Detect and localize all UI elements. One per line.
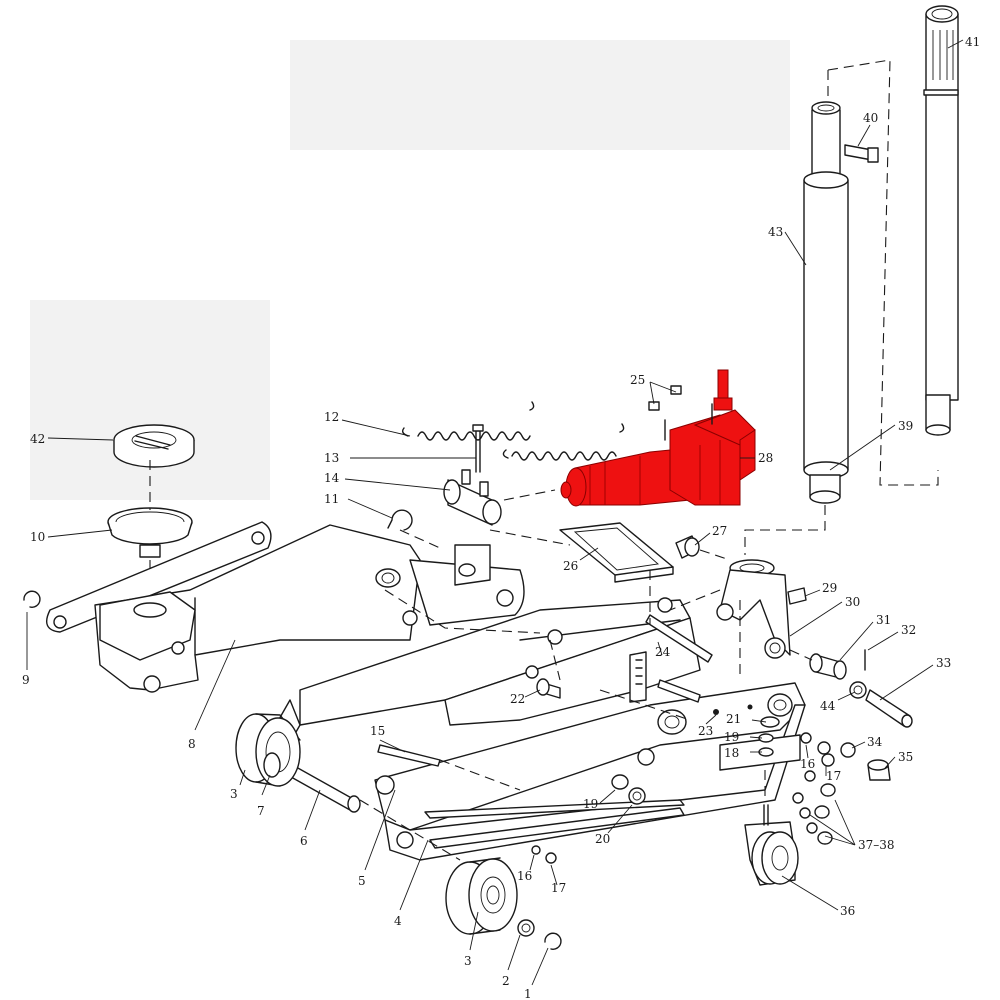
label-11: 11 [324, 492, 339, 506]
label-1: 1 [524, 987, 532, 1000]
label-14: 14 [324, 471, 340, 485]
front-wheel-part-3 [445, 857, 518, 935]
fittings-part-19-20 [611, 748, 655, 805]
label-17-right: 17 [826, 769, 841, 783]
pin-part-13 [472, 424, 484, 473]
part-labels: 41 40 43 39 25 28 27 26 29 30 31 32 33 4… [22, 35, 980, 1000]
label-34: 34 [867, 735, 883, 749]
label-2: 2 [502, 974, 510, 988]
label-25: 25 [630, 373, 645, 387]
label-26: 26 [563, 559, 578, 573]
label-16-left: 16 [517, 869, 532, 883]
label-42: 42 [30, 432, 45, 446]
lift-arm-part-8 [46, 521, 525, 693]
bracket-part-24 [629, 614, 713, 703]
label-28: 28 [758, 451, 773, 465]
saddle-cup-part-10 [107, 460, 193, 600]
label-16-right: 16 [800, 757, 815, 771]
support-part-30 [716, 559, 791, 659]
link-part-14 [443, 469, 502, 526]
washers-part-18-19-21 [747, 704, 780, 757]
saddle-part-42 [113, 424, 195, 468]
bolt-part-23 [713, 709, 719, 715]
bolt-part-35 [867, 759, 891, 781]
assembly-lines [359, 489, 813, 861]
washer-part-7 [263, 752, 281, 778]
label-44: 44 [820, 699, 836, 713]
leaders [26, 39, 964, 986]
fittings-part-16-17-left [531, 845, 557, 864]
label-19-right: 19 [724, 730, 739, 744]
main-frame [269, 597, 806, 861]
label-29: 29 [822, 581, 837, 595]
bolts-part-16-17-right [800, 732, 835, 782]
label-21: 21 [726, 712, 741, 726]
label-35: 35 [898, 750, 913, 764]
label-9: 9 [22, 673, 30, 687]
label-23: 23 [698, 724, 713, 738]
bolts-part-37-38 [792, 783, 836, 845]
label-5: 5 [358, 874, 366, 888]
clip-part-9 [23, 590, 41, 608]
label-3-front: 3 [464, 954, 472, 968]
label-19-left: 19 [583, 797, 598, 811]
handle-frame-dashed [827, 59, 939, 486]
washer-part-34 [840, 742, 856, 758]
washer-part-44 [849, 681, 867, 699]
valve-part-27 [675, 535, 700, 559]
label-7: 7 [257, 804, 265, 818]
label-22: 22 [510, 692, 525, 706]
label-12: 12 [324, 410, 339, 424]
label-24: 24 [655, 645, 671, 659]
clip-part-11 [387, 509, 413, 531]
label-43: 43 [768, 225, 783, 239]
label-31: 31 [876, 613, 891, 627]
label-18: 18 [724, 746, 739, 760]
label-32: 32 [901, 623, 916, 637]
handle-part-41 [923, 5, 959, 436]
rod-part-15 [377, 744, 441, 767]
label-4: 4 [394, 914, 402, 928]
label-17-left: 17 [551, 881, 566, 895]
hydraulic-unit-part-28 [560, 369, 756, 507]
label-41: 41 [965, 35, 980, 49]
shaft-part-33 [865, 689, 913, 728]
label-10: 10 [30, 530, 45, 544]
label-36: 36 [840, 904, 855, 918]
return-springs-part-12 [401, 401, 625, 461]
fitting-part-29 [787, 587, 807, 605]
caster-part-36 [744, 804, 799, 886]
label-8: 8 [188, 737, 196, 751]
washer-part-2 [517, 919, 535, 937]
label-13: 13 [324, 451, 339, 465]
label-20: 20 [595, 832, 610, 846]
label-15: 15 [370, 724, 385, 738]
label-27: 27 [712, 524, 727, 538]
clip-part-1 [544, 932, 562, 950]
label-39: 39 [898, 419, 913, 433]
label-37-38: 37–38 [858, 838, 895, 852]
handle-tube-part-43 [803, 101, 879, 504]
label-30: 30 [845, 595, 860, 609]
label-6: 6 [300, 834, 308, 848]
sleeve-part-31 [809, 653, 847, 680]
plate-part-26 [559, 522, 674, 583]
label-33: 33 [936, 656, 951, 670]
bushing-part-22 [536, 678, 561, 699]
label-3-rear: 3 [230, 787, 238, 801]
background-ghost [30, 40, 790, 500]
label-40: 40 [863, 111, 878, 125]
